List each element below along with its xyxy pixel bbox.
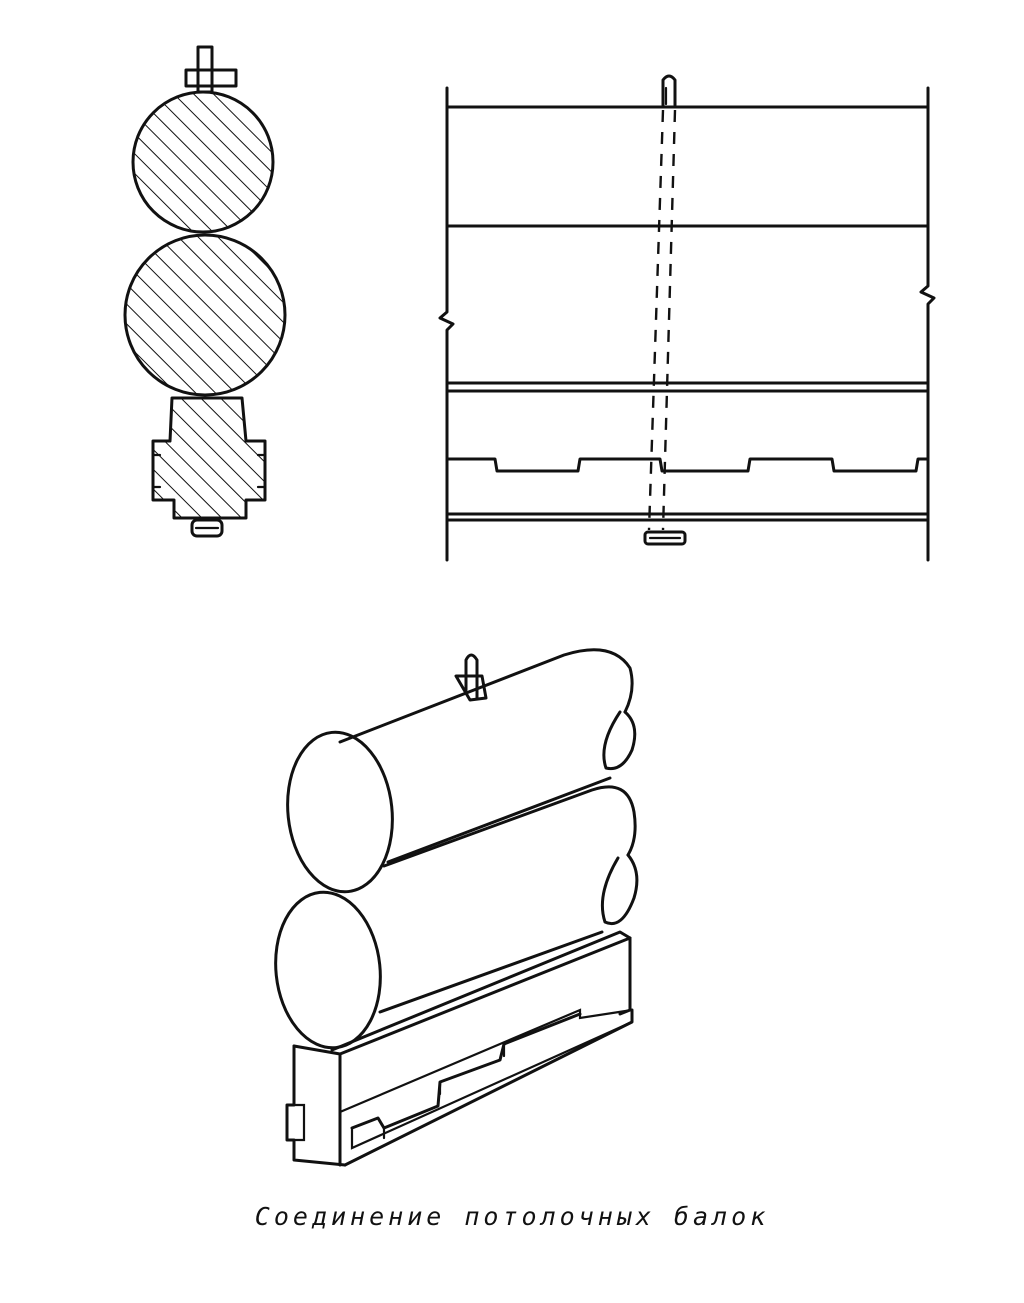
top-pin-section: [184, 45, 238, 94]
bottom-nut-section: [190, 518, 224, 538]
log-axonometric-upper: [286, 648, 637, 894]
bottom-nut-elevation: [643, 530, 687, 546]
top-pin-elevation: [661, 74, 677, 107]
beam-section: [151, 396, 267, 520]
hidden-dowel: [647, 109, 677, 531]
log-section-upper: [131, 90, 275, 234]
log-section-lower: [123, 233, 287, 397]
drawing-caption: Соединение потолочных балок: [254, 1202, 770, 1231]
section-view: [123, 45, 287, 538]
log-axonometric-lower: [274, 785, 639, 1050]
axonometric-view: [274, 648, 639, 1167]
elevation-view: [438, 74, 936, 562]
top-pin-axonometric: [454, 653, 488, 702]
beam-axonometric: [285, 930, 634, 1167]
